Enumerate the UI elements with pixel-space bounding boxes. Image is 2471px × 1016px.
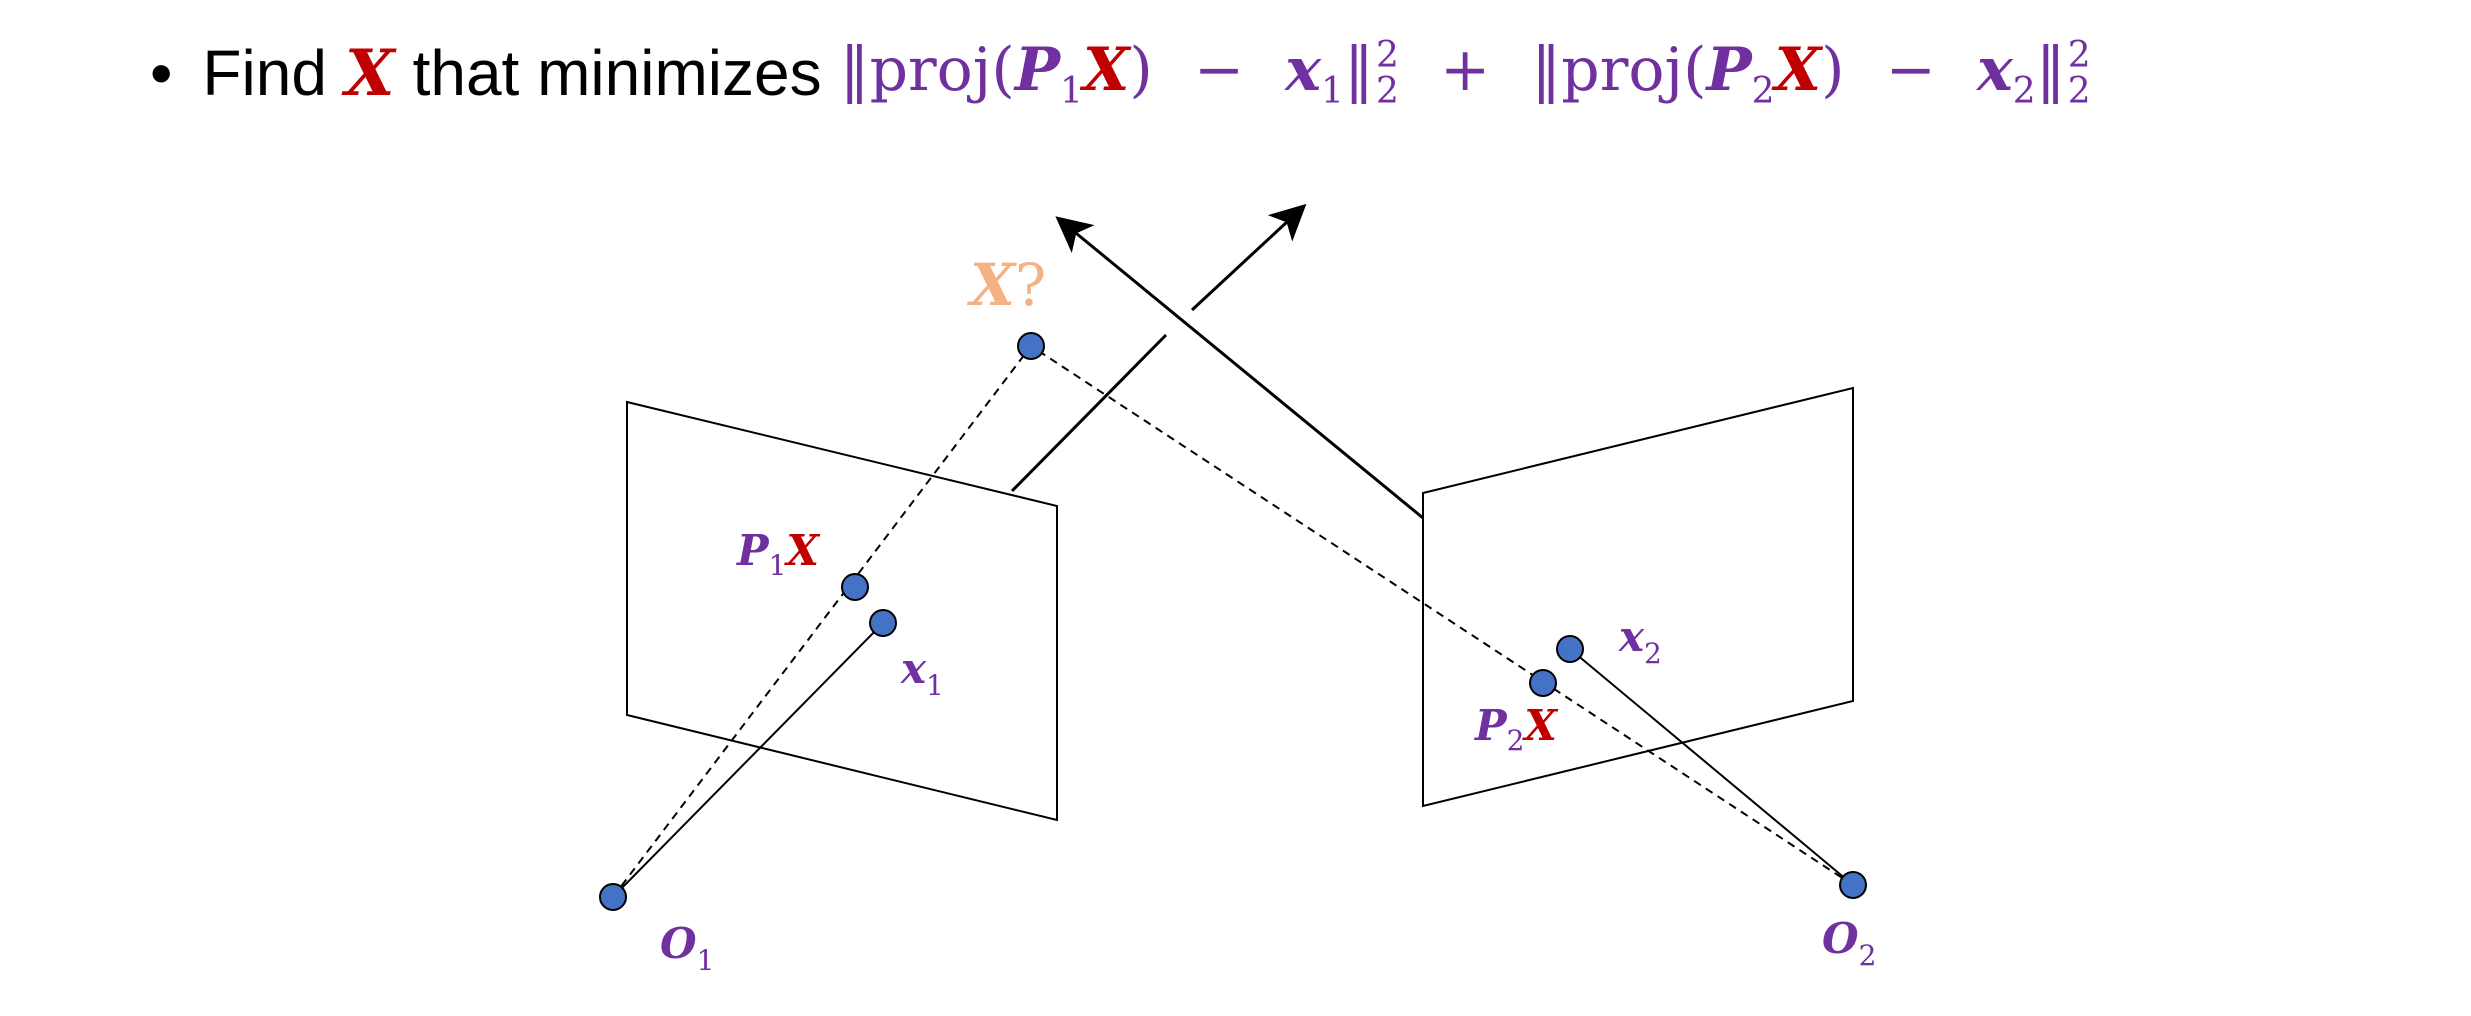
formula-P2-sub: 2 — [1751, 70, 1775, 112]
ray-O1-to-x1 — [612, 622, 884, 898]
label-P1X: P1X — [736, 526, 820, 582]
point-x1 — [869, 609, 897, 637]
label-O1: O1 — [660, 919, 714, 977]
point-P2X — [1529, 669, 1557, 697]
label-O2: O2 — [1822, 914, 1876, 972]
point-X-estimate — [1017, 332, 1045, 360]
formula-P2: P — [1706, 34, 1752, 105]
proj-2: proj — [1561, 34, 1684, 105]
unknown-point-X: X — [344, 35, 395, 111]
minus-1: − — [1193, 34, 1245, 105]
right-image-plane — [1422, 386, 1854, 808]
norm-open-1: ‖ — [839, 34, 870, 105]
formula-x1-sub: 1 — [1321, 70, 1344, 112]
label-X-question: X? — [966, 251, 1046, 319]
paren-close-2: ) — [1821, 34, 1845, 105]
formula-P1: P — [1014, 34, 1060, 105]
formula-P1-sub: 1 — [1059, 70, 1083, 112]
paren-close-1: ) — [1129, 34, 1153, 105]
formula-X-1: X — [1082, 34, 1130, 105]
point-x2 — [1556, 635, 1584, 663]
formula-x2: x — [1977, 34, 2013, 105]
proj-1: proj — [869, 34, 992, 105]
ray-O2-to-X — [1030, 345, 1854, 886]
ray-O1-to-X — [612, 345, 1032, 898]
bullet-marker: • — [150, 37, 173, 109]
point-O1 — [599, 883, 627, 911]
label-x1: x1 — [900, 644, 944, 702]
plus: + — [1439, 34, 1491, 105]
left-camera-axis-arrow — [1010, 333, 1168, 493]
paren-open-1: ( — [991, 34, 1015, 105]
norm-close-1: ‖ — [1343, 34, 1374, 105]
minus-2: − — [1885, 34, 1936, 105]
left-image-plane — [626, 400, 1058, 822]
norm-open-2: ‖ — [1531, 34, 1562, 105]
objective-statement: • Find X that minimizes ‖proj(P1X) − x1‖… — [150, 18, 2091, 128]
right-camera-axis-arrow — [1055, 216, 1424, 520]
label-P2X: P2X — [1474, 701, 1558, 757]
point-P1X — [841, 573, 869, 601]
formula-x1: x — [1285, 34, 1322, 105]
left-camera-axis-arrow-tip — [1190, 203, 1307, 312]
find-text: Find — [202, 37, 327, 109]
point-O2 — [1839, 871, 1867, 899]
paren-open-2: ( — [1683, 34, 1707, 105]
ray-O2-to-x2 — [1569, 648, 1854, 886]
formula-x2-sub: 2 — [2012, 70, 2036, 112]
formula-X-2: X — [1774, 34, 1822, 105]
norm-close-2: ‖ — [2035, 34, 2066, 105]
label-x2: x2 — [1618, 612, 1662, 670]
that-minimizes-text: that minimizes — [412, 37, 822, 109]
